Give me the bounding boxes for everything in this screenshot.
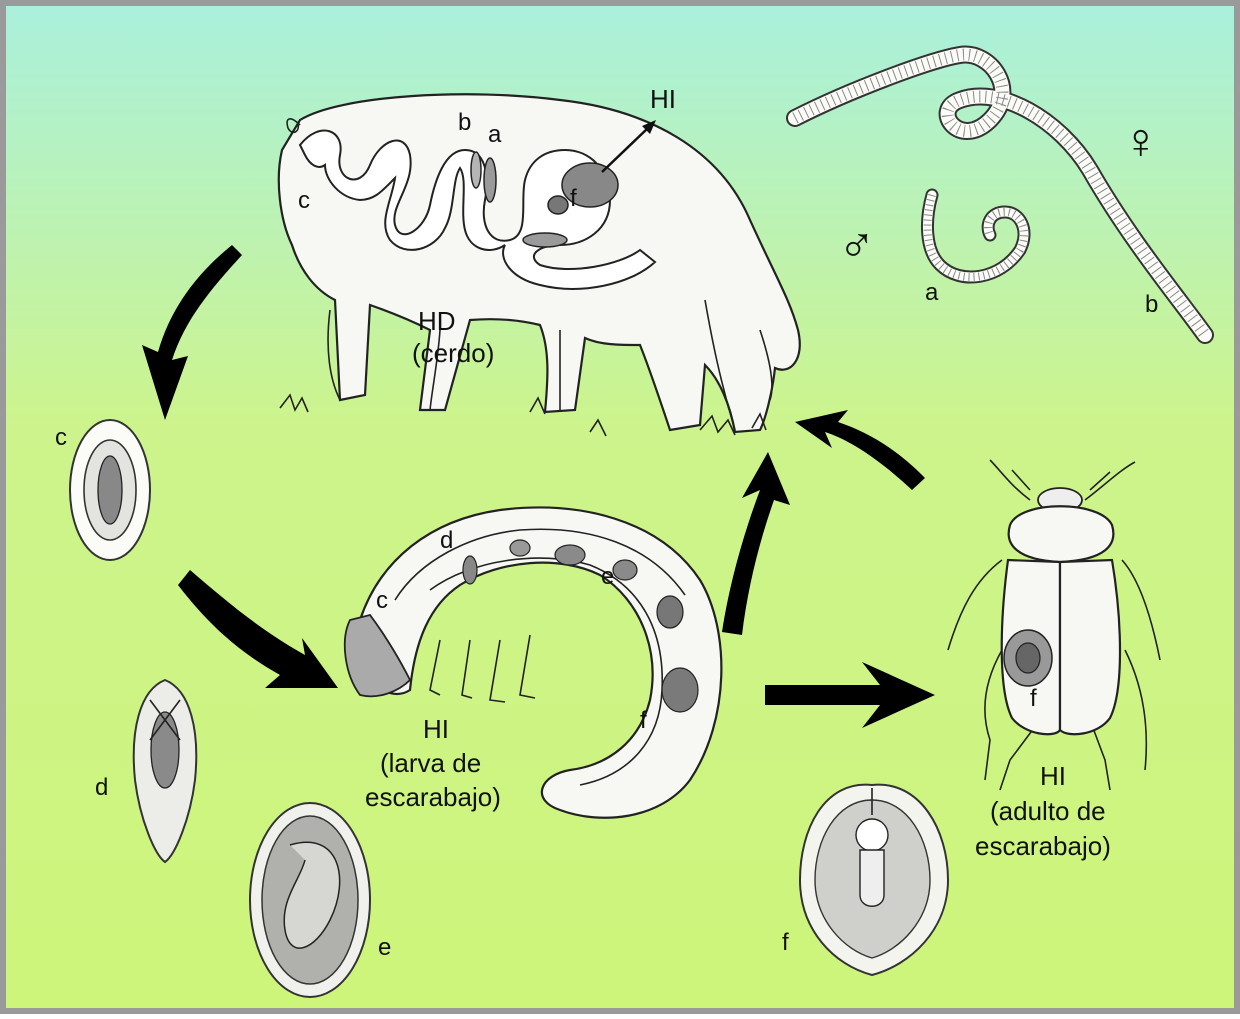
beetle-host-label-2: (adulto de xyxy=(990,796,1106,826)
acanthella-label-e: e xyxy=(378,934,391,961)
larva-host-label-2: (larva de xyxy=(380,748,481,778)
male-symbol: ♂ xyxy=(838,217,876,273)
pig-label-c: c xyxy=(298,187,310,214)
pig-label-f: f xyxy=(570,185,577,212)
larva-host-label-3: escarabajo) xyxy=(365,782,501,812)
acanthor-label-d: d xyxy=(95,774,108,801)
female-symbol: ♀ xyxy=(1122,113,1160,169)
egg-illustration xyxy=(70,420,150,560)
pig-label-b: b xyxy=(458,109,471,136)
pig-label-a: a xyxy=(488,121,502,148)
worm-label-b: b xyxy=(1145,291,1158,318)
pig-host-label-1: HD xyxy=(418,306,456,336)
worm-label-a: a xyxy=(925,279,939,306)
beetle-host-label-3: escarabajo) xyxy=(975,831,1111,861)
larva-label-f: f xyxy=(640,707,647,734)
larva-label-d: d xyxy=(440,527,453,554)
cystacanth-label-f: f xyxy=(782,929,789,956)
pig-exit-label: HI xyxy=(650,84,676,114)
egg-label-c: c xyxy=(55,424,67,451)
acanthella-illustration xyxy=(250,803,370,997)
pig-host-label-2: (cerdo) xyxy=(412,338,494,368)
larva-label-c: c xyxy=(376,587,388,614)
beetle-label-f: f xyxy=(1030,685,1037,712)
larva-host-label-1: HI xyxy=(423,714,449,744)
beetle-host-label-1: HI xyxy=(1040,761,1066,791)
larva-label-e: e xyxy=(601,563,614,590)
